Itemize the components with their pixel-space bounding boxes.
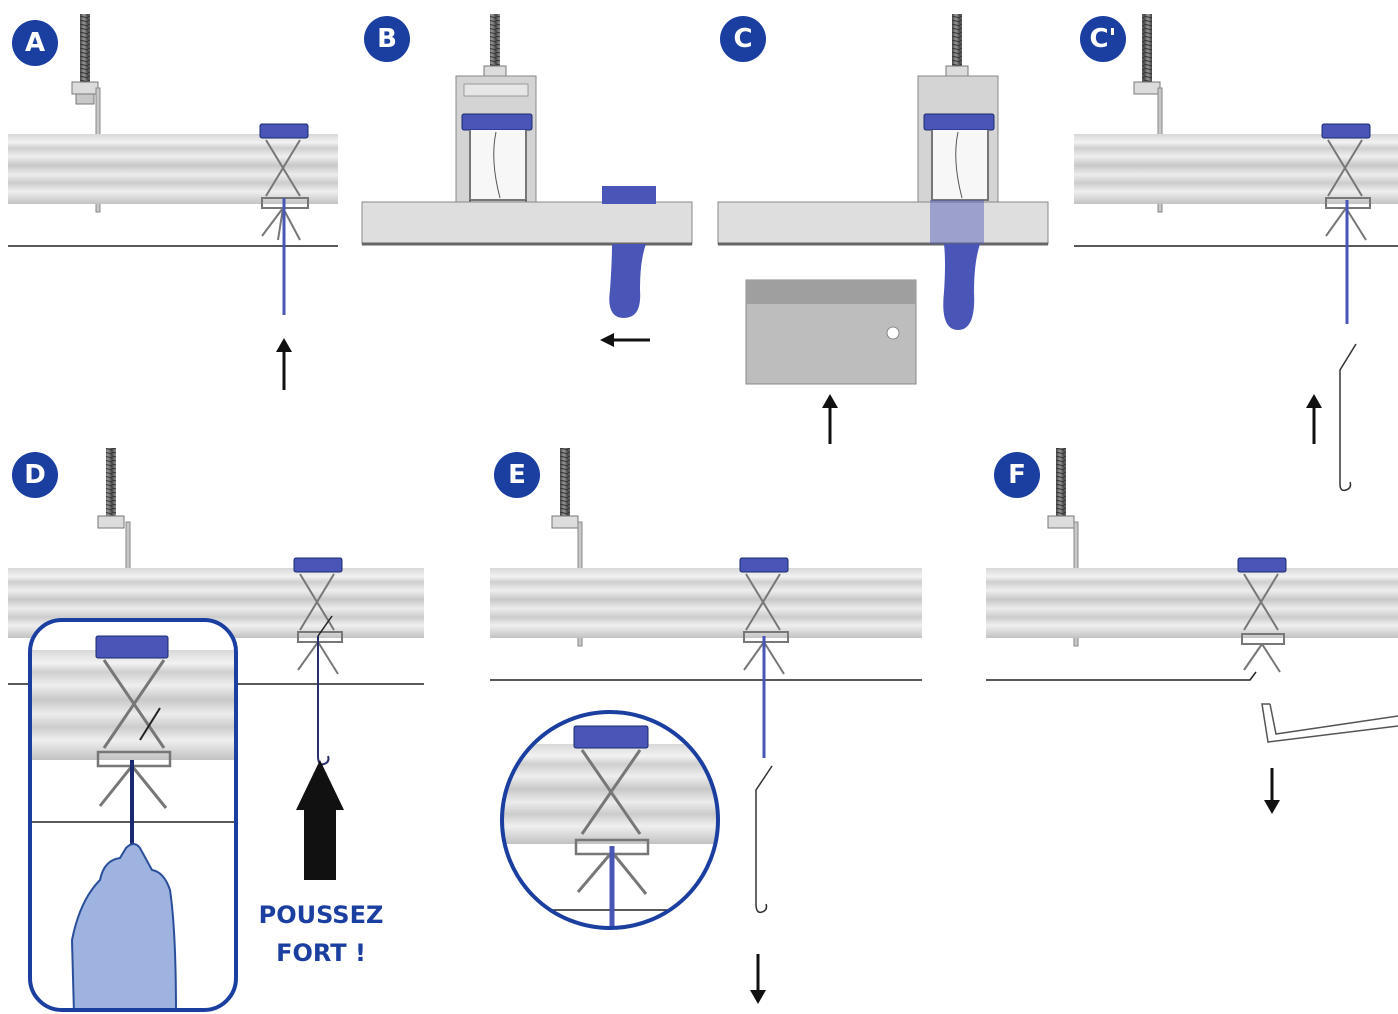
step-badge-d: D [12,452,58,498]
panel-c-prime [1074,14,1398,492]
step-badge-e: E [494,452,540,498]
panel-f [986,448,1398,814]
panel-d [8,448,424,1012]
hand-icon [70,843,178,1010]
magnifier-circle-icon [30,620,236,1010]
push-arrow-icon [296,760,344,880]
push-caption-line2: FORT ! [276,939,366,967]
panel-b [361,14,693,347]
step-badge-f: F [994,452,1040,498]
step-badge-a: A [12,20,58,66]
push-caption: POUSSEZ FORT ! [246,896,396,972]
push-caption-line1: POUSSEZ [258,901,384,929]
threaded-rod-icon [80,14,90,84]
hanger-clip-icon [259,123,309,241]
push-arrow-icon [276,338,292,352]
panel-a [8,14,338,390]
panel-e [490,448,922,1004]
step-badge-b: B [364,16,410,62]
step-badge-c: C [720,16,766,62]
step-badge-c-prime: C' [1080,16,1126,62]
panel-c [717,14,1049,444]
